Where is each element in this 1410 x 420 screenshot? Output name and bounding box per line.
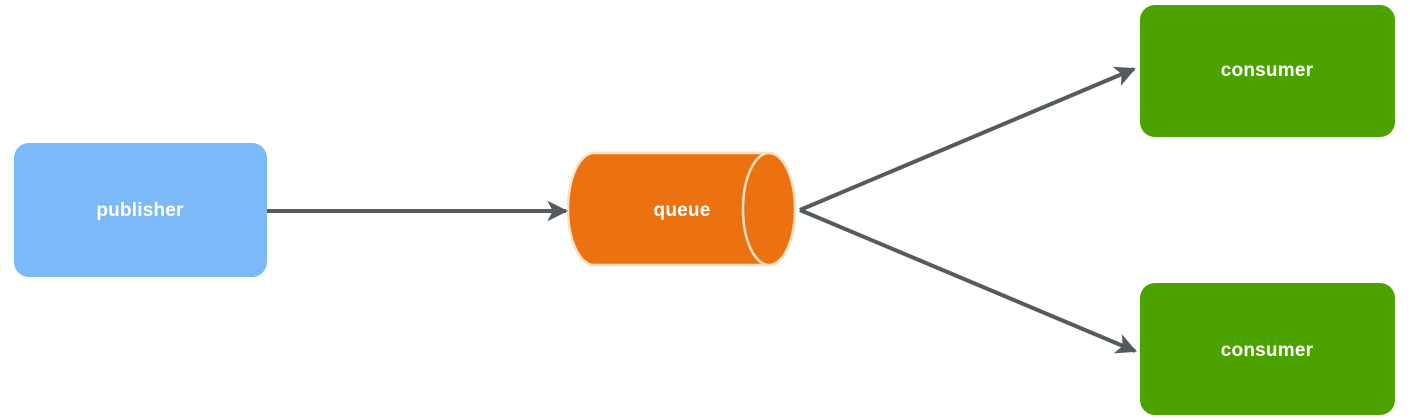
node-consumer-bottom[interactable] xyxy=(1140,283,1395,415)
edge-queue-to-consumer-bottom[interactable] xyxy=(799,208,1137,354)
node-consumer-top[interactable] xyxy=(1140,5,1395,137)
consumer-top-box-shape xyxy=(1140,5,1395,137)
publisher-box-shape xyxy=(14,143,267,277)
consumer-bottom-box-shape xyxy=(1140,283,1395,415)
node-queue[interactable] xyxy=(566,151,797,267)
queue-cylinder-cap xyxy=(741,151,797,267)
edge-queue-to-consumer-top[interactable] xyxy=(799,66,1136,212)
node-publisher[interactable] xyxy=(14,143,267,277)
